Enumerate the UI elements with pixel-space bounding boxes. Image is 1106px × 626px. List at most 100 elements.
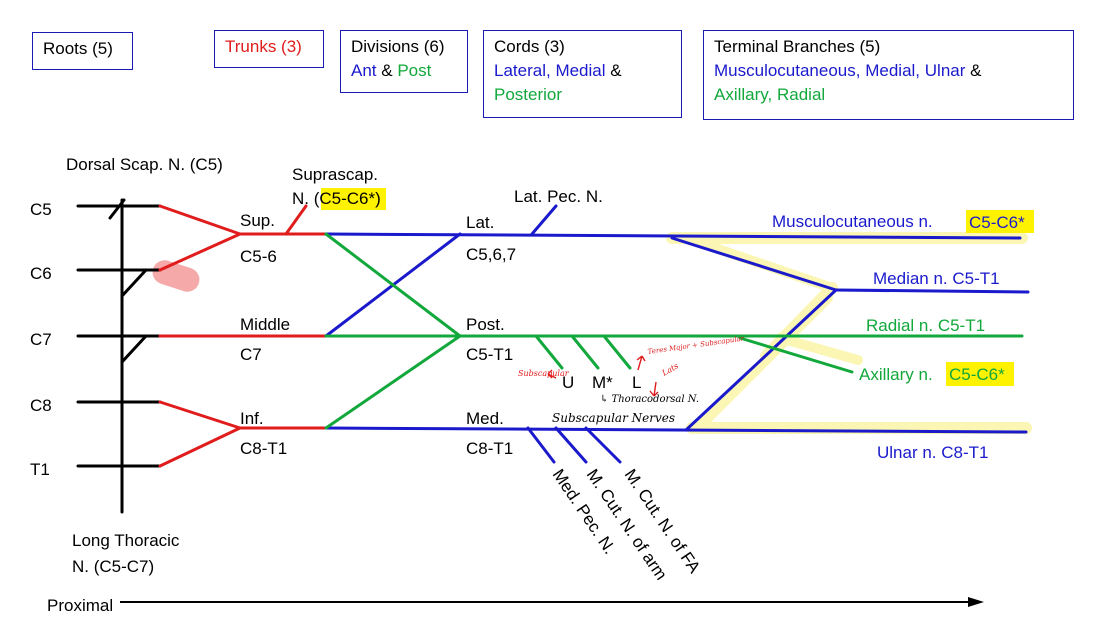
suprascap-label-2: N. (C5-C6*) [292,189,381,208]
roots-title: Roots (5) [43,39,113,58]
root-label-c5: C5 [30,200,52,219]
axillary-highlight [946,362,1014,386]
subscap-nerves-note: Subscapular Nerves [552,411,675,425]
cords-amp: & [610,61,622,80]
lat-to-median [670,236,838,292]
root-label-c6: C6 [30,264,52,283]
subscap-labels: U M* L [562,373,641,392]
suprascap-highlight [321,188,386,210]
dorsal-scap-label: Dorsal Scap. N. (C5) [66,155,223,174]
inf-posterior-division [324,334,462,430]
divisions-detail: Ant & Post [351,59,457,83]
long-thoracic-label-2: N. (C5-C7) [72,557,154,576]
terminal-amp: & [970,61,982,80]
terminal-title: Terminal Branches (5) [714,37,881,56]
roots-box: Roots (5) [32,32,133,70]
suprascap-branch [284,204,308,236]
thoracodorsal-note: ↳ Thoracodorsal N. [600,394,699,405]
c5-to-sup-trunk [158,204,242,236]
proximal-label: Proximal [47,596,113,615]
green-lines [324,232,1024,430]
suprascap-suffix: ) [375,189,381,208]
trunks-title: Trunks (3) [225,37,302,56]
suprascap-prefix: N. ( [292,189,320,208]
arrow-head-icon [968,597,984,607]
c6-to-sup-trunk [158,232,242,272]
lower-subscap-branch [602,334,632,370]
median-nerve [834,288,1030,294]
musculo-highlight [966,210,1034,233]
m-cut-arm-branch [554,426,588,464]
suprascap-label-1: Suprascap. [292,165,378,184]
med-cord-name: Med. [466,409,504,428]
post-cord-name: Post. [466,315,505,334]
root-lines [76,198,162,514]
axillary-nerve [738,336,854,374]
glow-axillary [775,333,863,365]
t1-to-inf-trunk [158,426,242,468]
upper-subscap-branch [534,334,564,370]
terminal-detail-line1: Musculocutaneous, Medial, Ulnar & [714,59,1063,83]
divisions-post: Post [397,61,432,80]
arrow-to-teres [636,355,646,371]
terminal-axillary: Axillary, [714,85,773,104]
suprascap-levels: C5-C6* [319,189,375,208]
divisions-title: Divisions (6) [351,37,445,56]
med-to-median [684,288,838,432]
trunk-labels: Sup. C5-6 Middle C7 Inf. C8-T1 [240,211,290,458]
lat-pec-label: Lat. Pec. N. [514,187,603,206]
long-thoracic-c6-branch [120,268,148,298]
cords-box: Cords (3) Lateral, Medial & Posterior [483,30,682,118]
divisions-box: Divisions (6) Ant & Post [340,30,468,93]
terminal-radial: Radial [776,85,826,104]
divisions-ant: Ant [351,61,377,80]
axillary-label: Axillary n. [859,365,933,384]
cords-medial: Medial [555,61,606,80]
lat-pec-branch [530,204,558,236]
c8-to-inf-trunk [158,400,242,430]
lateral-cord-musculo [324,232,1022,240]
subscap-u: U [562,373,574,392]
ulnar-label: Ulnar n. C8-T1 [877,443,988,462]
post-cord-levels: C5-T1 [466,345,513,364]
sup-trunk-levels: C5-6 [240,247,277,266]
med-cord-levels: C8-T1 [466,439,513,458]
terminal-detail-line2: Axillary, Radial [714,83,1063,107]
sup-posterior-division [324,232,462,338]
root-label-t1: T1 [30,460,50,479]
trunk-lines [158,204,328,468]
mid-trunk-levels: C7 [240,345,262,364]
red-arrows [547,355,659,397]
medial-cord-ulnar [324,426,1028,434]
root-label-c7: C7 [30,330,52,349]
inf-trunk-name: Inf. [240,409,264,428]
subscap-m: M* [592,373,613,392]
cord-labels: Lat. C5,6,7 Post. C5-T1 Med. C8-T1 [466,213,516,458]
terminal-ulnar: Ulnar [924,61,966,80]
inf-trunk-levels: C8-T1 [240,439,287,458]
m-cut-fa-branch [584,426,622,464]
dorsal-scap-branch [108,198,126,220]
sup-trunk-name: Sup. [240,211,275,230]
med-pec-branch [526,426,556,464]
lat-cord-levels: C5,6,7 [466,245,516,264]
lat-cord-name: Lat. [466,213,494,232]
terminal-medial: Medial, [865,61,921,80]
radial-label: Radial n. C5-T1 [866,316,985,335]
trunks-box: Trunks (3) [214,30,324,68]
medial-branch-labels: Med. Pec. N. M. Cut. N. of arm M. Cut. N… [549,466,705,584]
median-label: Median n. C5-T1 [873,269,1000,288]
terminal-musculo: Musculocutaneous, [714,61,861,80]
terminal-box: Terminal Branches (5) Musculocutaneous, … [703,30,1074,120]
root-labels: C5 C6 C7 C8 T1 [30,200,52,479]
lats-red-note: Lats [660,361,680,378]
arrow-to-u [547,369,557,379]
thoracodorsal-branch [570,334,600,370]
teres-red-note: Teres Major + Subscapular [647,334,745,356]
long-thoracic-c7-branch [120,334,148,364]
cords-posterior: Posterior [494,85,563,104]
divisions-amp: & [381,61,393,80]
arrow-to-lats [649,381,659,397]
root-label-c8: C8 [30,396,52,415]
